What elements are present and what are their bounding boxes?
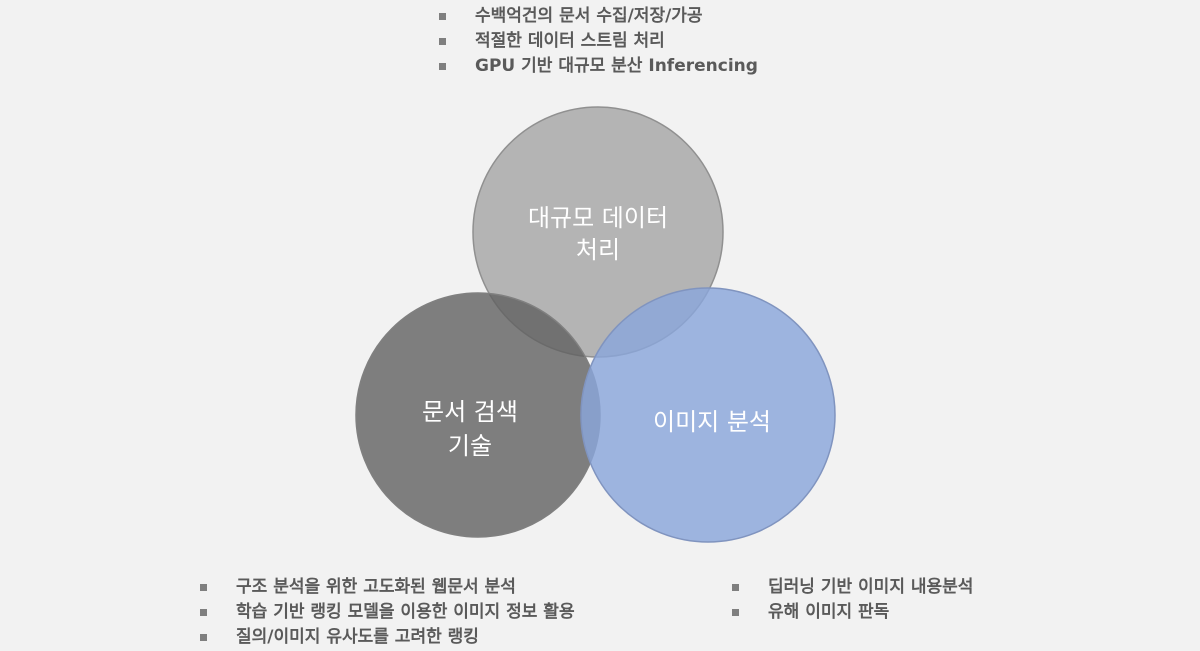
list-item: 적절한 데이터 스트림 처리	[437, 29, 758, 54]
list-item: 질의/이미지 유사도를 고려한 랭킹	[198, 625, 575, 650]
list-item: 구조 분석을 위한 고도화된 웹문서 분석	[198, 575, 575, 600]
circle-left-label-2: 기술	[448, 432, 492, 460]
circle-left-label-1: 문서 검색	[422, 398, 518, 426]
list-item: 딥러닝 기반 이미지 내용분석	[730, 575, 973, 600]
right-bullet-list: 딥러닝 기반 이미지 내용분석 유해 이미지 판독	[730, 575, 973, 625]
top-bullet-list: 수백억건의 문서 수집/저장/가공 적절한 데이터 스트림 처리 GPU 기반 …	[437, 4, 758, 79]
list-item: GPU 기반 대규모 분산 Inferencing	[437, 54, 758, 79]
circle-top-label-1: 대규모 데이터	[528, 204, 668, 232]
circle-right-label: 이미지 분석	[653, 408, 771, 436]
list-item: 유해 이미지 판독	[730, 600, 973, 625]
list-item: 수백억건의 문서 수집/저장/가공	[437, 4, 758, 29]
circle-top-label-2: 처리	[576, 236, 620, 264]
list-item: 학습 기반 랭킹 모델을 이용한 이미지 정보 활용	[198, 600, 575, 625]
circle-image-analysis	[580, 287, 836, 543]
left-bullet-list: 구조 분석을 위한 고도화된 웹문서 분석 학습 기반 랭킹 모델을 이용한 이…	[198, 575, 575, 650]
